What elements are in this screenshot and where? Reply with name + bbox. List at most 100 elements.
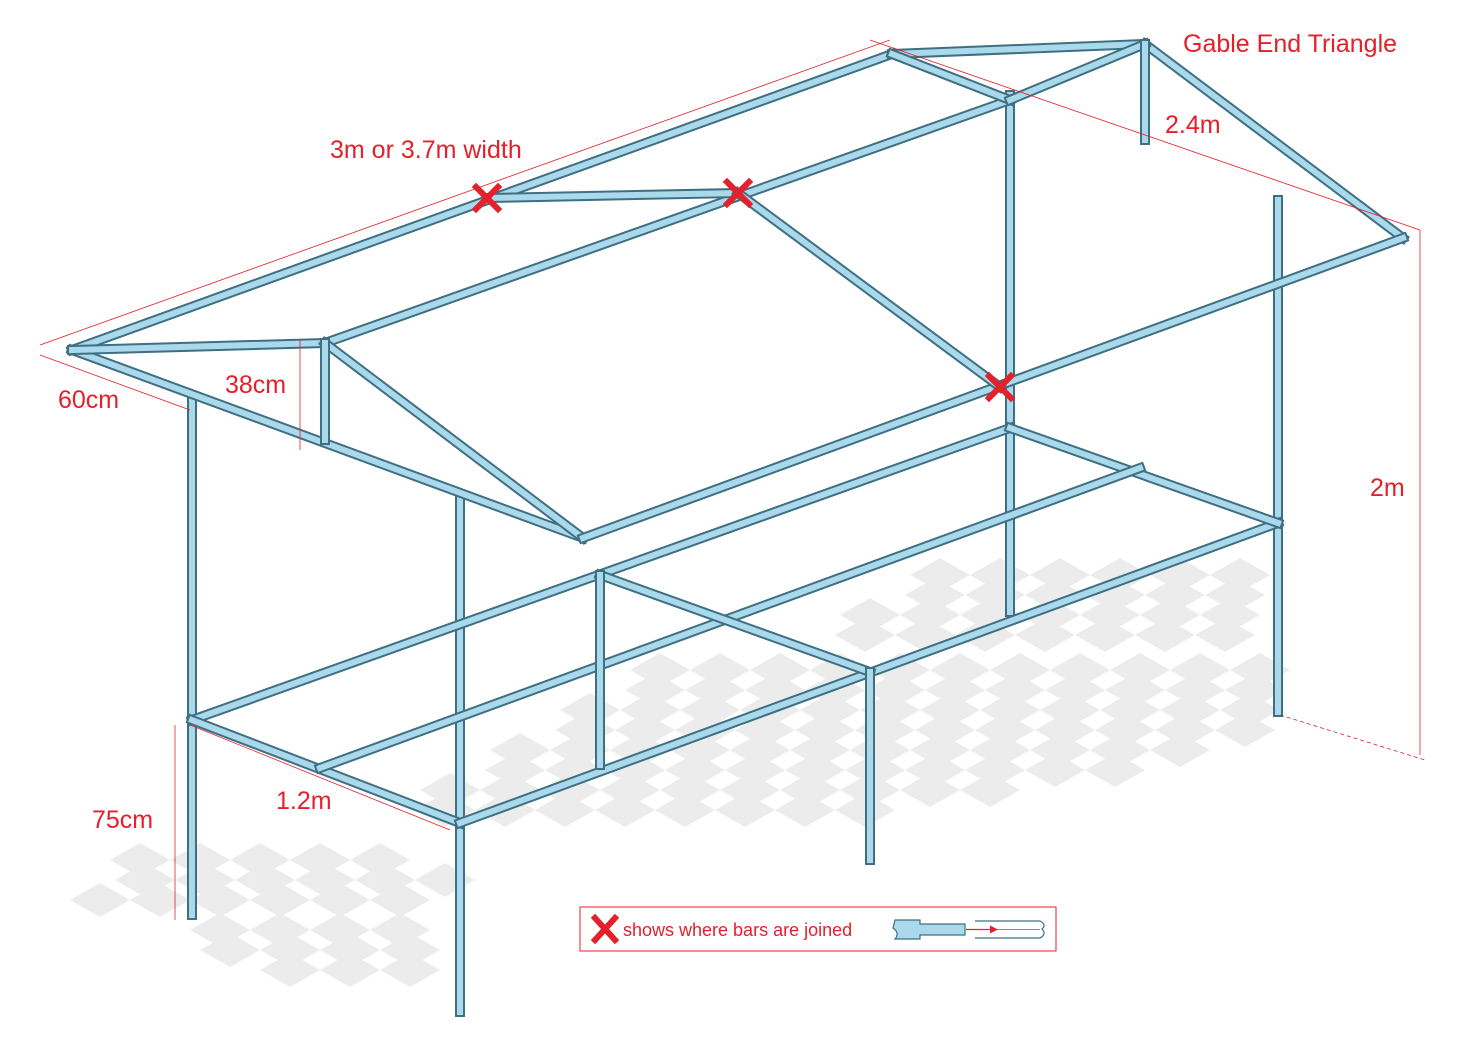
floor-tile	[1145, 578, 1205, 612]
floor-tile	[790, 733, 850, 767]
frame-bar	[888, 40, 1149, 58]
floor-tile	[1205, 578, 1265, 612]
width-label: 3m or 3.7m width	[330, 136, 522, 164]
floor-tile	[600, 773, 660, 807]
floor-tile	[1200, 598, 1260, 632]
floor-tile	[1150, 733, 1210, 767]
floor-tile	[800, 693, 860, 727]
floor-tile	[1220, 693, 1280, 727]
frame-bar	[888, 50, 1014, 104]
frame-bar	[484, 189, 742, 202]
floor-tile	[785, 753, 845, 787]
floor-tile	[795, 713, 855, 747]
floor-tile	[1140, 598, 1200, 632]
floor-tile	[750, 653, 810, 687]
floor-tile	[490, 733, 550, 767]
floor-tile	[975, 713, 1035, 747]
frame-bar	[321, 96, 1014, 347]
floor-tile	[190, 883, 250, 917]
floor-tile	[870, 653, 930, 687]
legend: shows where bars are joined	[579, 906, 1057, 952]
frame-bar	[1006, 40, 1149, 104]
join-cross-icon	[722, 177, 754, 209]
gable-height-label: 38cm	[225, 371, 286, 399]
floor-tile	[310, 883, 370, 917]
floor-tile	[1075, 618, 1135, 652]
floor-tile	[250, 883, 310, 917]
frame-bar	[596, 571, 874, 676]
floor-tile	[1135, 618, 1195, 652]
bar-joint-icon	[892, 919, 1045, 940]
legend-text: shows where bars are joined	[623, 920, 852, 940]
frame-bar	[1140, 39, 1408, 243]
depth-top-label: 2.4m	[1165, 111, 1221, 139]
floor-tile	[70, 883, 130, 917]
floor-tile	[1020, 598, 1080, 632]
floor-tile	[1050, 653, 1110, 687]
join-cross-icon	[471, 182, 503, 214]
floor-tile	[985, 673, 1045, 707]
frame-bar	[188, 716, 464, 827]
floor-tile	[775, 793, 835, 827]
floor-tile	[380, 933, 440, 967]
floor-tile	[1170, 653, 1230, 687]
floor-tile	[665, 753, 725, 787]
floor-tile	[980, 693, 1040, 727]
floor-tile	[905, 578, 965, 612]
floor-tile	[835, 618, 895, 652]
floor-tile	[110, 843, 170, 877]
floor-tile	[990, 653, 1050, 687]
frame-bar	[320, 338, 588, 543]
floor-tile	[660, 773, 720, 807]
floor-tile	[1025, 753, 1085, 787]
floor-tile	[1045, 673, 1105, 707]
floor-tile	[1030, 558, 1090, 592]
floor-tile	[730, 733, 790, 767]
floor-tile	[910, 558, 970, 592]
gable-end-label: Gable End Triangle	[1183, 30, 1397, 58]
frame-bar	[1006, 424, 1282, 527]
floor-tile	[1085, 753, 1145, 787]
floor-tile	[915, 713, 975, 747]
height-label: 2m	[1370, 474, 1405, 502]
floor-tile	[320, 953, 380, 987]
floor-tile	[1015, 618, 1075, 652]
floor-tile	[715, 793, 775, 827]
floor-tile	[260, 933, 320, 967]
floor-tile	[1215, 713, 1275, 747]
floor-tile	[350, 843, 410, 877]
floor-tile	[485, 753, 545, 787]
counter-depth-label: 1.2m	[276, 787, 332, 815]
floor-tile	[685, 673, 745, 707]
floor-tile	[260, 953, 320, 987]
floor-tile	[970, 733, 1030, 767]
floor-tile	[620, 693, 680, 727]
floor-tile	[1035, 713, 1095, 747]
floor-tile	[1160, 693, 1220, 727]
floor-tile	[320, 933, 380, 967]
floor-tile	[780, 773, 840, 807]
floor-tile	[920, 693, 980, 727]
floor-tile	[1095, 713, 1155, 747]
floor-tile	[380, 953, 440, 987]
floor-tile	[230, 843, 290, 877]
floor-tile	[930, 653, 990, 687]
floor-tile	[960, 773, 1020, 807]
floor-tile	[290, 843, 350, 877]
floor-tile	[1105, 673, 1165, 707]
floor-tile	[625, 673, 685, 707]
floor-tile	[680, 693, 740, 727]
floor-tile	[965, 753, 1025, 787]
floor-tile	[900, 773, 960, 807]
floor-tile	[535, 793, 595, 827]
floor-tile	[690, 653, 750, 687]
overhang-label: 60cm	[58, 386, 119, 414]
cross-icon	[590, 913, 620, 945]
floor-tile	[595, 793, 655, 827]
join-cross-icon	[984, 371, 1016, 403]
floor-tile	[370, 883, 430, 917]
stall-frame	[65, 36, 1411, 1017]
floor-tile	[1195, 618, 1255, 652]
floor-tile	[1100, 693, 1160, 727]
